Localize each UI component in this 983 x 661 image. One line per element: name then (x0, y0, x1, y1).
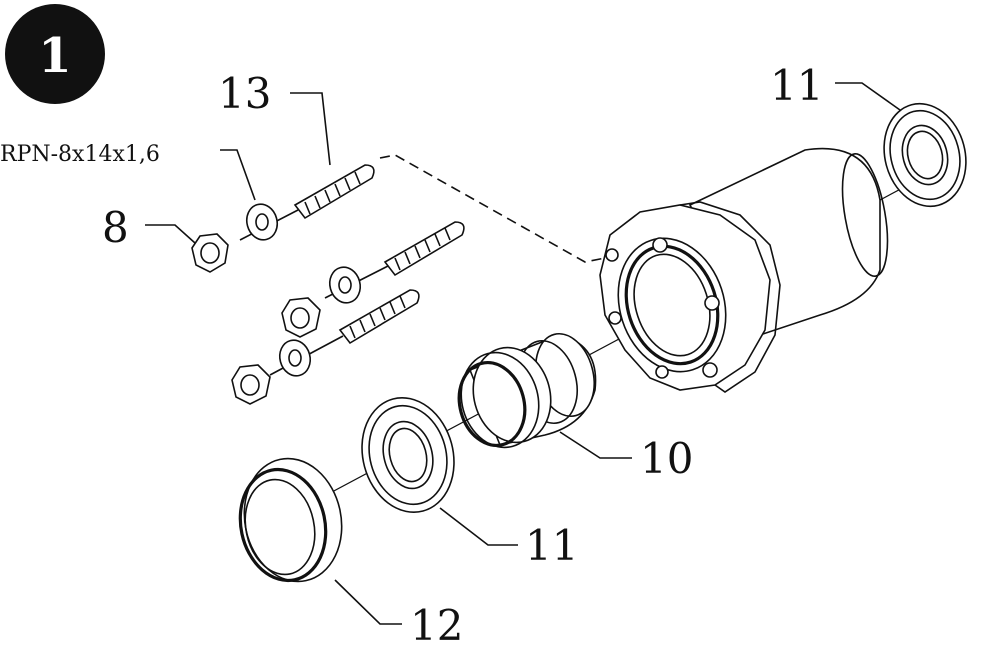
assembly-dashed-line (379, 154, 606, 263)
end-cap (238, 457, 343, 583)
nut-middle (281, 297, 321, 338)
leader-11-top (835, 82, 901, 111)
leader-8 (145, 224, 196, 244)
step-badge: 1 (5, 4, 105, 104)
callout-10: 10 (640, 434, 693, 483)
leader-10 (559, 431, 632, 459)
step-number: 1 (38, 28, 71, 84)
freehub-sleeve (457, 332, 597, 449)
callout-13: 13 (218, 69, 271, 118)
washer-top (245, 203, 279, 241)
callout-12: 12 (410, 601, 463, 650)
nut-bottom (231, 364, 271, 405)
callout-11-bottom: 11 (525, 521, 578, 570)
leader-13 (290, 92, 331, 166)
washer-middle (328, 266, 362, 304)
leader-washer-spec (220, 149, 256, 201)
leader-11-bottom (439, 507, 518, 546)
bearing-top (883, 102, 967, 208)
nut-top (191, 233, 229, 273)
callout-11-top: 11 (770, 61, 823, 110)
leader-12 (334, 579, 402, 625)
callout-8: 8 (102, 203, 129, 252)
bearing-bottom (361, 396, 455, 514)
callout-washer-spec: RPN-8x14x1,6 (0, 142, 160, 167)
hub-body (599, 147, 889, 393)
washer-bottom (278, 339, 312, 377)
